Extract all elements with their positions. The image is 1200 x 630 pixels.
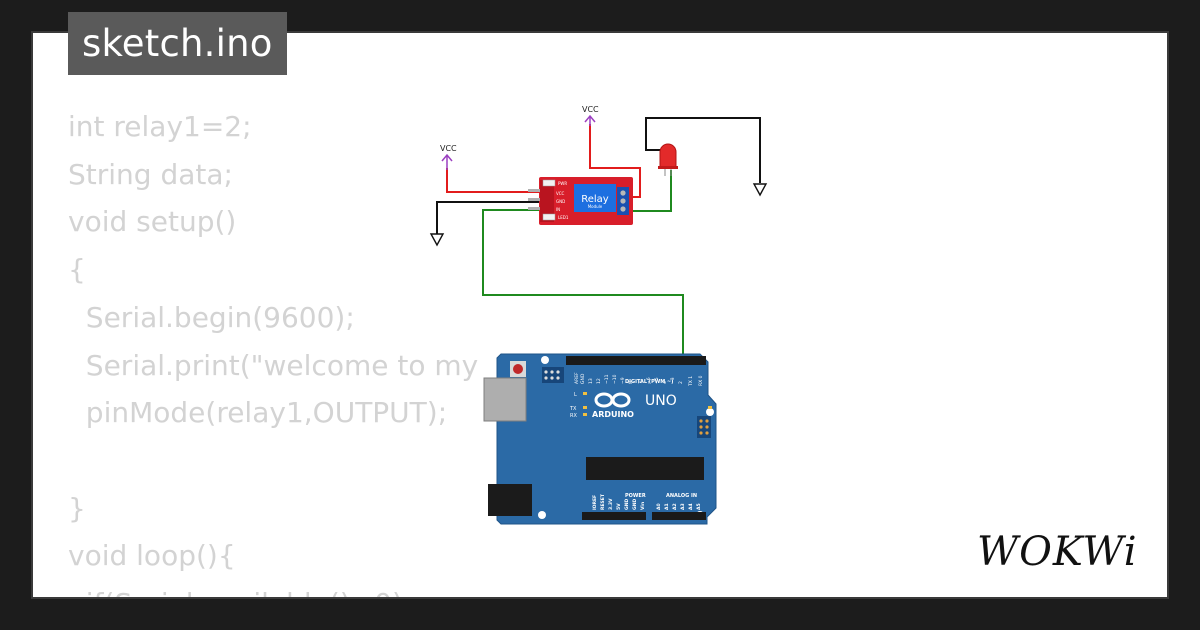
pin-label: IOREF bbox=[592, 495, 598, 510]
analog-pin-labels: A0 A1 A2 A3 A4 A5 bbox=[656, 503, 702, 510]
ground-icon[interactable] bbox=[429, 233, 445, 247]
pin-label: AREF bbox=[574, 372, 580, 384]
led-l-label: L bbox=[574, 392, 577, 398]
pin-label: 2 bbox=[678, 381, 684, 384]
file-tab[interactable]: sketch.ino bbox=[68, 12, 287, 75]
pin-label: ~3 bbox=[670, 377, 676, 384]
pin-label: RX 0 bbox=[698, 375, 704, 386]
code-preview: int relay1=2; String data; void setup() … bbox=[68, 103, 478, 597]
pin-label: A2 bbox=[672, 503, 678, 510]
code-line: { bbox=[68, 253, 86, 287]
led-on-label: ON bbox=[718, 406, 726, 412]
pin-label: A4 bbox=[688, 503, 694, 510]
wire-led-green bbox=[625, 170, 672, 212]
arduino-logo-icon bbox=[594, 392, 631, 408]
red-led[interactable] bbox=[658, 143, 678, 176]
code-line: String data; bbox=[68, 157, 233, 191]
pin-label: 7 bbox=[638, 381, 644, 384]
code-line: } bbox=[68, 491, 86, 525]
wires bbox=[436, 117, 761, 362]
pin-label: 3.3V bbox=[608, 498, 614, 510]
pin-label: TX 1 bbox=[688, 376, 694, 387]
pin-label: 12 bbox=[596, 378, 602, 384]
code-line: void loop(){ bbox=[68, 539, 236, 573]
led-rx-label: RX bbox=[570, 413, 577, 419]
power-pins-label: POWER bbox=[625, 493, 646, 499]
pin-label: 13 bbox=[588, 378, 594, 384]
pin-label: 5V bbox=[616, 503, 622, 510]
wokwi-logo[interactable]: WOKWi bbox=[975, 525, 1150, 575]
relay-pin-vcc-label: VCC bbox=[556, 191, 565, 196]
ground-icon[interactable] bbox=[752, 183, 768, 197]
power-pin-labels: IOREF RESET 3.3V 5V GND GND Vin bbox=[592, 493, 646, 510]
wire-gnd-left bbox=[436, 201, 548, 234]
pin-label: 8 bbox=[628, 381, 634, 384]
pin-label: ~10 bbox=[612, 374, 618, 384]
wire-gnd-right bbox=[645, 117, 761, 183]
code-line: pinMode(relay1,OUTPUT); bbox=[68, 396, 448, 430]
code-line: Serial.begin(9600); bbox=[68, 300, 355, 334]
pin-label: A1 bbox=[664, 503, 670, 510]
vcc-left-label: VCC bbox=[440, 144, 457, 153]
relay-led1-label: LED1 bbox=[558, 215, 569, 220]
pin-label: GND bbox=[580, 373, 586, 384]
pin-label: A0 bbox=[656, 503, 662, 510]
pin-label: GND bbox=[624, 499, 630, 510]
arduino-brand: ARDUINO bbox=[592, 410, 634, 419]
relay-pwr-label: PWR bbox=[558, 181, 567, 186]
vcc-arrow-icon bbox=[441, 153, 453, 170]
vcc-right: VCC bbox=[582, 105, 599, 126]
code-line: int relay1=2; bbox=[68, 110, 252, 143]
pin-label: 4 bbox=[662, 381, 668, 384]
code-line: Serial.print("welcome to my bbox=[68, 348, 479, 382]
pin-label: ~9 bbox=[620, 377, 626, 384]
pin-label: A3 bbox=[680, 503, 686, 510]
vcc-arrow-icon bbox=[584, 114, 596, 126]
wire-vcc-right bbox=[589, 124, 641, 198]
pin-label: ~6 bbox=[646, 377, 652, 384]
relay-title: Relay bbox=[581, 194, 609, 205]
code-line: void setup() bbox=[68, 205, 237, 239]
pin-label: RESET bbox=[600, 493, 606, 510]
analog-pins-label: ANALOG IN bbox=[666, 493, 697, 499]
top-pin-labels: AREF GND 13 12 ~11 ~10 ~9 8 7 ~6 ~5 4 ~3… bbox=[574, 372, 704, 387]
wire-signal-green bbox=[482, 209, 684, 362]
pin-label: ~11 bbox=[604, 374, 610, 384]
pin-label: A5 bbox=[696, 503, 702, 510]
relay-subtitle: Module bbox=[588, 204, 603, 209]
wire-vcc-left bbox=[446, 168, 548, 193]
pin-label: GND bbox=[632, 499, 638, 510]
vcc-left: VCC bbox=[440, 144, 457, 170]
pin-label: Vin bbox=[640, 502, 646, 510]
relay-pin-gnd-label: GND bbox=[556, 199, 565, 204]
arduino-uno-board[interactable]: ARDUINO UNO DIGITAL (PWM ~) POWER ANALOG… bbox=[483, 353, 726, 525]
pin-label: ~5 bbox=[654, 377, 660, 384]
digital-pins-label: DIGITAL (PWM ~) bbox=[625, 379, 673, 385]
code-line: if(Serial.available()>0) bbox=[68, 587, 403, 597]
vcc-right-label: VCC bbox=[582, 105, 599, 114]
relay-module[interactable]: PWR LED1 VCC GND IN Relay Module bbox=[528, 177, 633, 225]
relay-pin-in-label: IN bbox=[556, 207, 560, 212]
wokwi-wordmark: WOKWi bbox=[977, 529, 1138, 575]
arduino-model: UNO bbox=[645, 393, 677, 409]
led-tx-label: TX bbox=[569, 406, 577, 412]
